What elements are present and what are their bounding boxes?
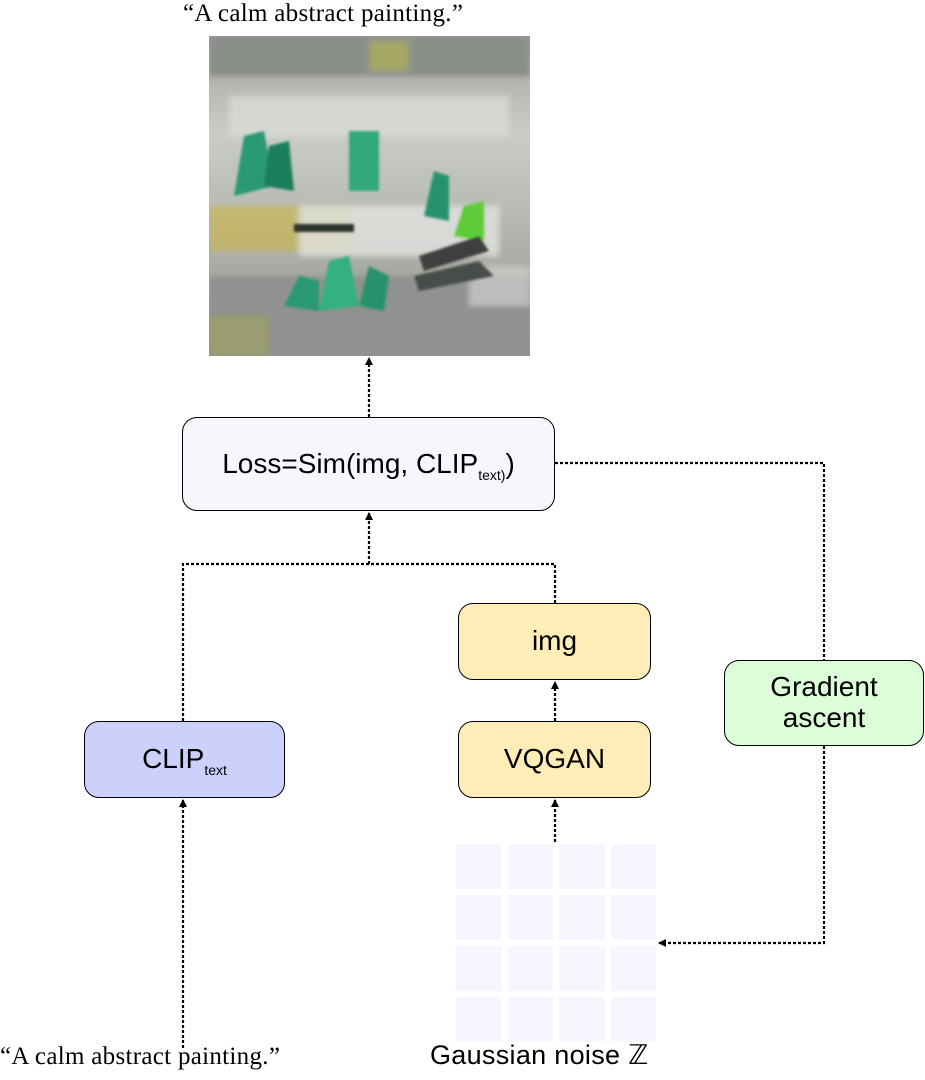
noise-cell <box>456 946 502 991</box>
clip-subscript: text <box>204 762 227 779</box>
noise-cell <box>456 895 502 940</box>
noise-cell <box>507 946 553 991</box>
input-prompt-caption: “A calm abstract painting.” <box>0 1043 281 1070</box>
vqgan-box: VQGAN <box>458 721 651 798</box>
line-loss-to-gradient <box>555 461 826 660</box>
loss-subscript: text) <box>478 466 506 483</box>
generated-painting <box>209 36 530 356</box>
img-box: img <box>458 603 651 680</box>
noise-cell <box>610 895 656 940</box>
noise-cell <box>507 895 553 940</box>
noise-cell <box>456 844 502 889</box>
noise-cell <box>610 946 656 991</box>
loss-box: Loss=Sim(img, CLIPtext)) <box>182 417 555 511</box>
noise-cell <box>610 844 656 889</box>
noise-grid <box>456 844 656 1042</box>
clip-label: CLIPtext <box>142 743 227 779</box>
noise-cell <box>559 997 605 1042</box>
gradient-ascent-box: Gradient ascent <box>724 660 924 746</box>
noise-cell <box>610 997 656 1042</box>
vqgan-label: VQGAN <box>503 743 606 775</box>
noise-cell <box>507 997 553 1042</box>
noise-cell <box>456 997 502 1042</box>
clip-text-box: CLIPtext <box>84 721 285 798</box>
noise-cell <box>559 844 605 889</box>
generated-image-caption: “A calm abstract painting.” <box>183 0 464 27</box>
loss-label: Loss=Sim(img, CLIPtext)) <box>222 447 515 483</box>
noise-caption: Gaussian noise ℤ <box>430 1040 649 1070</box>
img-label: img <box>531 625 578 657</box>
gradient-label: Gradient ascent <box>770 671 878 733</box>
noise-cell <box>507 844 553 889</box>
arrow-gradient-to-noise <box>658 746 826 947</box>
noise-cell <box>559 895 605 940</box>
noise-cell <box>559 946 605 991</box>
